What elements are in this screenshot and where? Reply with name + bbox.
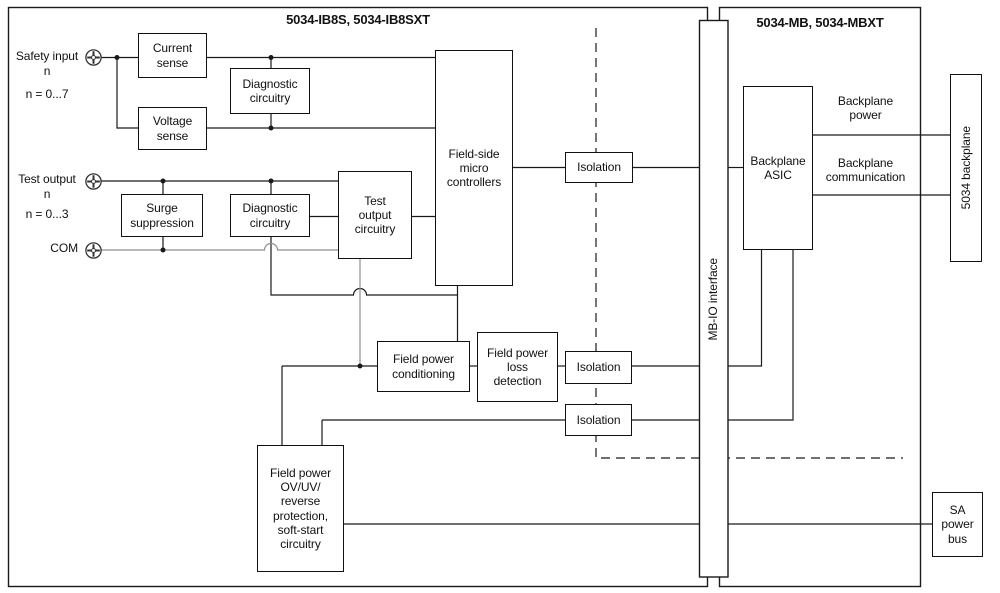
safety-input-var: n [43,64,51,78]
test-output-var: n [43,187,51,201]
right-module-title: 5034-MB, 5034-MBXT [756,15,884,30]
isolation-mid-block: Isolation [565,351,632,384]
isolation-bottom-block: Isolation [565,404,632,436]
field-side-micro-block: Field-side micro controllers [435,50,513,286]
safety-input-terminal-screw-icon [85,49,102,66]
com-line [101,242,338,251]
backplane-power-label: Backplane power [837,94,894,122]
surge-suppression-block: Surge suppression [121,194,203,237]
left-module-title: 5034-IB8S, 5034-IB8SXT [286,12,430,27]
voltage-sense-block: Voltage sense [138,107,207,150]
test-output-range: n = 0...3 [25,207,69,221]
mb-io-bar [698,19,729,578]
left-module-outline [7,6,709,588]
com-lines [101,242,361,366]
current-sense-block: Current sense [138,33,207,78]
safety-input-range: n = 0...7 [25,87,69,101]
bar-to-asic-bottom [728,250,794,421]
test-output-terminal-screw-icon [85,172,102,190]
diagnostic-circuitry-input-block: Diagnostic circuitry [230,68,310,114]
bar-to-asic-mid [728,250,763,367]
backplane-communication-label: Backplane communication [825,156,906,184]
backplane-asic-block: Backplane ASIC [743,86,813,250]
mb-io-interface-label: MB-IO interface [705,257,720,341]
test-output-circuitry-block: Test output circuitry [338,171,412,259]
field-power-loss-detection-block: Field power loss detection [477,332,558,402]
isolation-top-block: Isolation [565,152,633,183]
safety-input-branch [116,57,138,129]
signal-lines [101,56,950,525]
safety-input-label: Safety input [15,49,79,63]
diag2-bottom-route [270,237,458,296]
backplane-5034-block: 5034 backplane [950,74,982,262]
diagnostic-circuitry-output-block: Diagnostic circuitry [230,194,310,237]
test-output-label: Test output [18,172,76,186]
sa-power-bus-block: SA power bus [932,492,983,557]
junction-dots [114,55,363,369]
com-terminal-screw-icon [85,241,102,259]
com-label: COM [50,241,78,255]
field-power-conditioning-block: Field power conditioning [377,341,470,392]
field-power-protection-block: Field power OV/UV/ reverse protection, s… [257,445,344,572]
